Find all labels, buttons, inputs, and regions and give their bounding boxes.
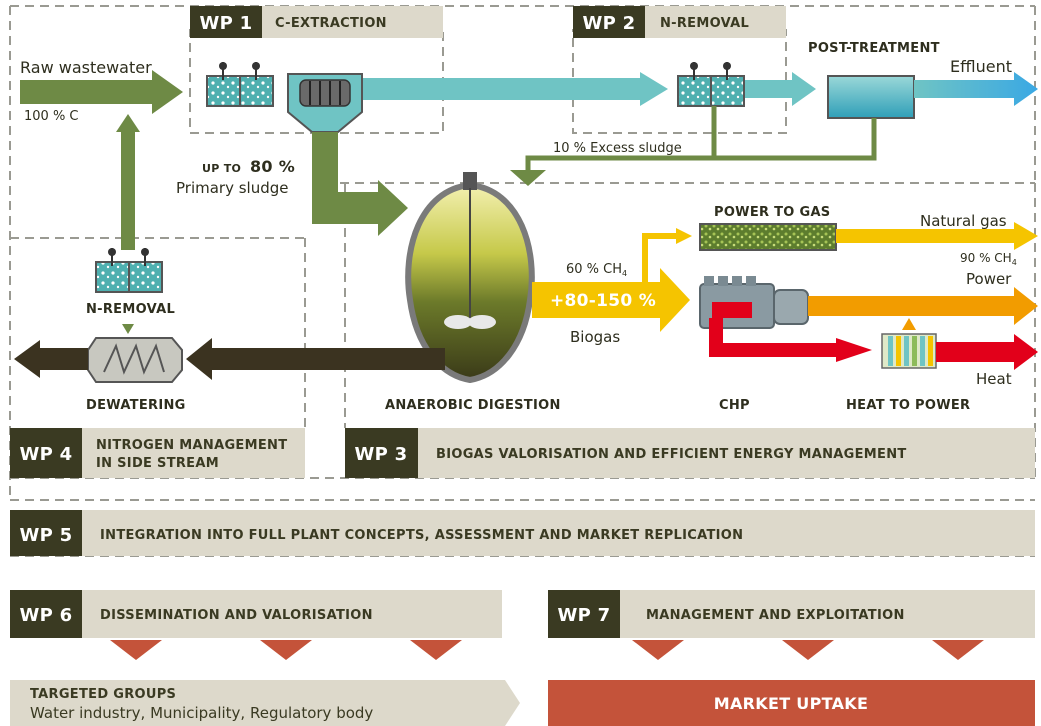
down-triangles — [110, 640, 984, 660]
up-to-text: UP TO — [202, 162, 241, 175]
wp4-title-line1: NITROGEN MANAGEMENT — [96, 438, 287, 453]
dewatering-up-arrow — [122, 324, 134, 334]
n-removal-unit — [677, 62, 745, 107]
wp5-title: INTEGRATION INTO FULL PLANT CONCEPTS, AS… — [100, 528, 743, 543]
chp-label: CHP — [719, 398, 750, 413]
wp1-band — [262, 6, 443, 38]
wp6-title: DISSEMINATION AND VALORISATION — [100, 608, 373, 623]
targeted-groups-band — [10, 680, 520, 726]
heat-arrow — [936, 334, 1038, 370]
market-uptake-label: MARKET UPTAKE — [714, 694, 868, 713]
heat-line — [709, 318, 840, 357]
raw-wastewater-label: Raw wastewater — [20, 58, 152, 77]
heat-to-power-unit — [881, 333, 937, 369]
power-to-gas-branch-head — [676, 228, 692, 244]
wp3-tag-text: WP 3 — [354, 444, 407, 465]
wp3-tag — [345, 428, 418, 478]
power-arrow — [808, 287, 1038, 325]
biogas-arrow — [532, 268, 690, 332]
up-to-value: 80 % — [250, 157, 295, 176]
chp-engine — [699, 276, 809, 329]
post-treatment-label: POST-TREATMENT — [808, 41, 940, 56]
wp2-tag — [573, 6, 645, 38]
natural-gas-label: Natural gas — [920, 212, 1007, 230]
n-removal-side-label: N-REMOVAL — [86, 302, 175, 317]
dewatering-label: DEWATERING — [86, 398, 186, 413]
wp5-tag-text: WP 5 — [19, 525, 72, 546]
wp1-tag-text: WP 1 — [199, 13, 252, 34]
wp2-title: N-REMOVAL — [660, 16, 749, 31]
wp7-title: MANAGEMENT AND EXPLOITATION — [646, 608, 905, 623]
wp1-title: C-EXTRACTION — [275, 16, 387, 31]
up-to-label: UP TO — [202, 162, 241, 175]
power-label: Power — [966, 270, 1012, 288]
recycle-arrow-shaft — [121, 130, 135, 250]
biogas-gain-label: +80-150 % — [550, 291, 656, 311]
natural-gas-arrow — [836, 222, 1038, 250]
effluent-arrow — [914, 72, 1038, 106]
wp3-band — [418, 428, 1035, 478]
dewatering-out-arrow — [14, 340, 88, 378]
wp7-tag — [548, 590, 620, 638]
primary-sludge-arrow — [312, 132, 408, 236]
excess-sludge-line — [525, 106, 877, 170]
primary-sludge-label: Primary sludge — [176, 179, 289, 197]
recycle-arrow-head — [116, 114, 140, 132]
wp6-tag — [10, 590, 82, 638]
effluent-label: Effluent — [950, 57, 1012, 76]
raw-c-label: 100 % C — [24, 109, 79, 124]
excess-sludge-label: 10 % Excess sludge — [553, 141, 682, 156]
biogas-label: Biogas — [570, 328, 620, 346]
power-to-gas-label: POWER TO GAS — [714, 205, 830, 220]
wp6-band — [82, 590, 502, 638]
ch4-60-label: 60 % CH4 — [566, 262, 627, 278]
wp6-tag-text: WP 6 — [19, 605, 72, 626]
wp5-tag — [10, 510, 82, 556]
excess-sludge-head — [510, 170, 546, 186]
wp3-title: BIOGAS VALORISATION AND EFFICIENT ENERGY… — [436, 447, 907, 462]
market-uptake-band — [548, 680, 1035, 726]
anaerobic-digester — [405, 172, 535, 384]
wp2-out-arrow — [745, 72, 816, 106]
digestate-arrow — [186, 338, 445, 380]
power-to-gas-reactor — [699, 223, 837, 251]
c-extraction-units — [206, 62, 363, 133]
heat-arrow-1 — [836, 338, 872, 362]
main-flow-arrow — [340, 72, 668, 106]
side-n-removal-unit — [95, 248, 163, 293]
wp4-title-line2: IN SIDE STREAM — [96, 456, 219, 471]
ch4-60-text: 60 % CH — [566, 262, 622, 277]
wp5-band — [82, 510, 1035, 556]
wp2-band — [645, 6, 786, 38]
heat-to-power-label: HEAT TO POWER — [846, 398, 970, 413]
wp2-tag-text: WP 2 — [582, 13, 635, 34]
wp7-tag-text: WP 7 — [557, 605, 610, 626]
ch4-90-text: 90 % CH — [960, 251, 1012, 265]
heat-label: Heat — [976, 370, 1012, 388]
ch4-60-sub: 4 — [622, 269, 627, 278]
ch4-90-label: 90 % CH4 — [960, 251, 1017, 267]
dewatering-unit — [87, 337, 183, 383]
power-to-gas-branch — [642, 233, 678, 282]
raw-wastewater-arrow — [20, 70, 183, 114]
heat-to-power-up-arrow — [902, 318, 916, 330]
wp7-band — [620, 590, 1035, 638]
targeted-groups-title: TARGETED GROUPS — [30, 687, 176, 702]
targeted-groups-text: Water industry, Municipality, Regulatory… — [30, 704, 373, 722]
wp4-band — [82, 428, 305, 478]
anaerobic-digestion-label: ANAEROBIC DIGESTION — [385, 398, 561, 413]
wp4-tag — [10, 428, 82, 478]
wp1-tag — [190, 6, 262, 38]
wp4-tag-text: WP 4 — [19, 444, 72, 465]
post-treatment-tank — [827, 75, 915, 119]
ch4-90-sub: 4 — [1012, 258, 1017, 267]
